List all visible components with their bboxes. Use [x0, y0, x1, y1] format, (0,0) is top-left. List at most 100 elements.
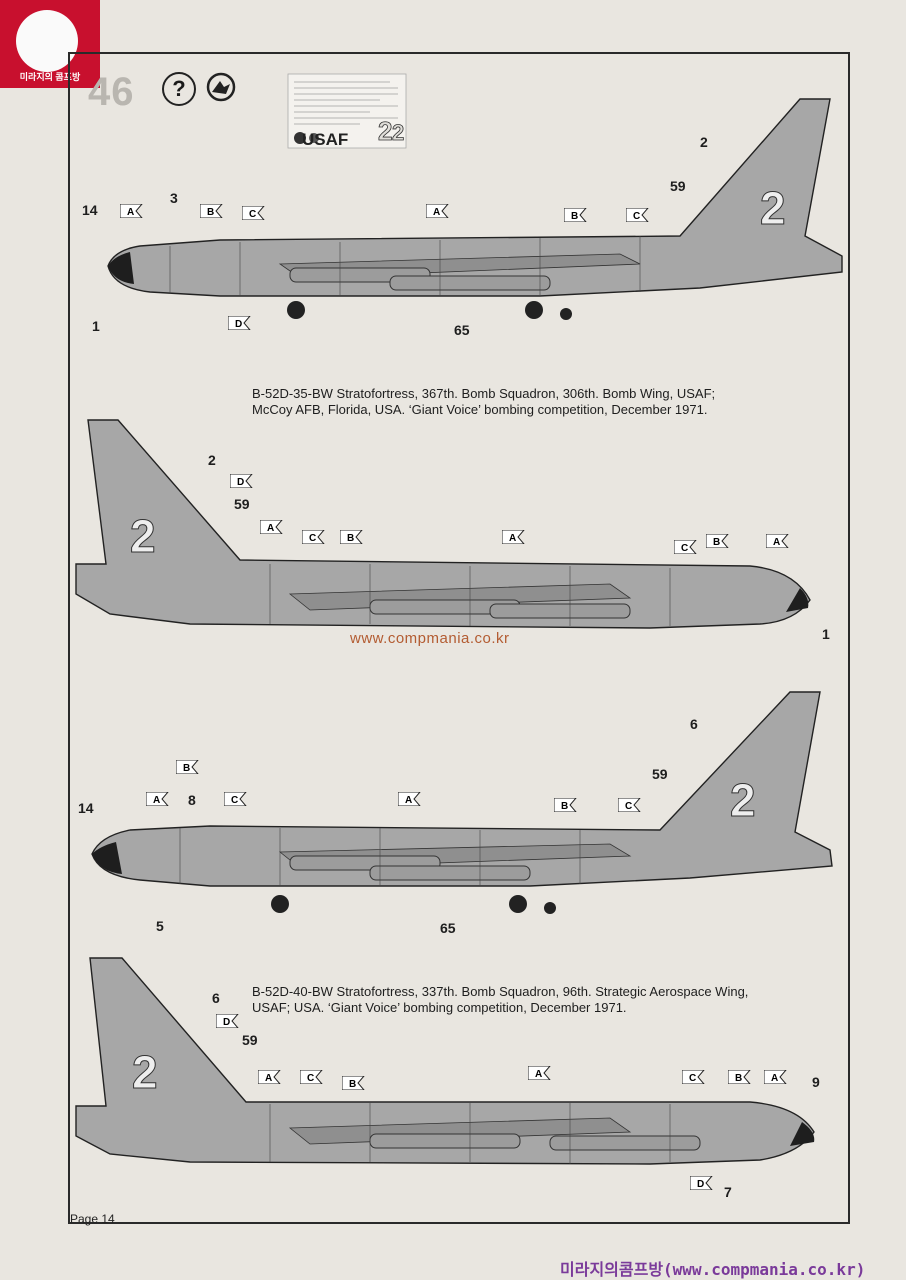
- svg-text:A: A: [771, 1073, 778, 1084]
- svg-text:2: 2: [760, 182, 786, 234]
- label-14: 14: [82, 202, 98, 218]
- label-6: 6: [690, 716, 698, 732]
- decal-sheet-thumbnail: 2 2 USAF: [280, 72, 408, 152]
- svg-text:2: 2: [730, 774, 756, 826]
- b52-profile-1: 2: [107, 98, 843, 320]
- flag-a: A: [398, 792, 421, 806]
- label-65: 65: [454, 322, 470, 338]
- label-2: 2: [700, 134, 708, 150]
- site-watermark: www.compmania.co.kr: [350, 630, 510, 647]
- svg-text:A: A: [433, 207, 440, 218]
- flag-a: A: [146, 792, 169, 806]
- svg-text:B: B: [735, 1073, 742, 1084]
- svg-text:C: C: [307, 1073, 314, 1084]
- flag-b: B: [340, 530, 363, 544]
- flag-b: B: [564, 208, 587, 222]
- flag-b: B: [342, 1076, 365, 1090]
- svg-text:B: B: [347, 533, 354, 544]
- label-59: 59: [234, 496, 250, 512]
- svg-text:C: C: [231, 795, 238, 806]
- flag-b: B: [706, 534, 729, 548]
- label-8: 8: [188, 792, 196, 808]
- svg-text:C: C: [309, 533, 316, 544]
- svg-text:B: B: [207, 207, 214, 218]
- svg-text:A: A: [535, 1069, 542, 1080]
- mascot-icon: [16, 10, 78, 72]
- svg-text:A: A: [405, 795, 412, 806]
- flag-a: A: [260, 520, 283, 534]
- label-6: 6: [212, 990, 220, 1006]
- compmania-logo: 미라지의 콤프방: [0, 0, 100, 88]
- svg-text:2: 2: [392, 120, 404, 145]
- svg-text:2: 2: [130, 510, 156, 562]
- caption-line: USAF; USA. ‘Giant Voice’ bombing competi…: [252, 1000, 627, 1015]
- label-5: 5: [156, 918, 164, 934]
- b52-profile-3: 2: [91, 691, 833, 914]
- label-59: 59: [652, 766, 668, 782]
- svg-text:C: C: [249, 209, 256, 220]
- svg-text:D: D: [237, 477, 244, 488]
- svg-text:A: A: [127, 207, 134, 218]
- caption-line: B-52D-40-BW Stratofortress, 337th. Bomb …: [252, 984, 749, 999]
- svg-text:A: A: [265, 1073, 272, 1084]
- flag-c: C: [224, 792, 247, 806]
- svg-text:B: B: [713, 537, 720, 548]
- caption-b52d-40: B-52D-40-BW Stratofortress, 337th. Bomb …: [252, 984, 822, 1016]
- flag-a: A: [764, 1070, 787, 1084]
- question-icon: ?: [162, 72, 196, 106]
- svg-text:A: A: [267, 523, 274, 534]
- svg-text:A: A: [773, 537, 780, 548]
- svg-text:C: C: [681, 543, 688, 554]
- label-3: 3: [170, 190, 178, 206]
- flag-d: D: [690, 1176, 713, 1190]
- logo-text: 미라지의 콤프방: [19, 72, 81, 82]
- label-2: 2: [208, 452, 216, 468]
- svg-text:D: D: [235, 319, 242, 330]
- flag-c: C: [674, 540, 697, 554]
- caption-b52d-35: B-52D-35-BW Stratofortress, 367th. Bomb …: [252, 386, 812, 418]
- label-9: 9: [812, 1074, 820, 1090]
- flag-a: A: [528, 1066, 551, 1080]
- flag-c: C: [626, 208, 649, 222]
- label-65: 65: [440, 920, 456, 936]
- flag-c: C: [300, 1070, 323, 1084]
- flag-a: A: [502, 530, 525, 544]
- page-number: Page 14: [70, 1212, 115, 1226]
- flag-d: D: [230, 474, 253, 488]
- decal-apply-icon: [206, 72, 236, 102]
- svg-text:B: B: [571, 211, 578, 222]
- flag-b: B: [554, 798, 577, 812]
- svg-text:C: C: [633, 211, 640, 222]
- label-1: 1: [822, 626, 830, 642]
- label-7: 7: [724, 1184, 732, 1200]
- svg-text:A: A: [509, 533, 516, 544]
- svg-text:C: C: [689, 1073, 696, 1084]
- svg-text:D: D: [697, 1179, 704, 1190]
- svg-text:A: A: [153, 795, 160, 806]
- flag-c: C: [618, 798, 641, 812]
- flag-b: B: [200, 204, 223, 218]
- label-59: 59: [242, 1032, 258, 1048]
- decal-usaf-label: USAF: [302, 130, 349, 149]
- svg-text:D: D: [223, 1017, 230, 1028]
- b52-profile-2: 2: [75, 419, 811, 629]
- flag-a: A: [120, 204, 143, 218]
- flag-c: C: [682, 1070, 705, 1084]
- flag-c: C: [242, 206, 265, 220]
- label-1: 1: [92, 318, 100, 334]
- b52-profile-4: 2: [75, 957, 815, 1165]
- flag-b: B: [728, 1070, 751, 1084]
- svg-text:B: B: [183, 763, 190, 774]
- flag-d: D: [228, 316, 251, 330]
- caption-line: McCoy AFB, Florida, USA. ‘Giant Voice’ b…: [252, 402, 708, 417]
- label-59: 59: [670, 178, 686, 194]
- page-frame: [68, 52, 850, 1224]
- svg-text:2: 2: [132, 1046, 158, 1098]
- caption-line: B-52D-35-BW Stratofortress, 367th. Bomb …: [252, 386, 716, 401]
- label-14: 14: [78, 800, 94, 816]
- flag-b: B: [176, 760, 199, 774]
- svg-text:C: C: [625, 801, 632, 812]
- step-number: 46: [88, 70, 135, 114]
- flag-a: A: [258, 1070, 281, 1084]
